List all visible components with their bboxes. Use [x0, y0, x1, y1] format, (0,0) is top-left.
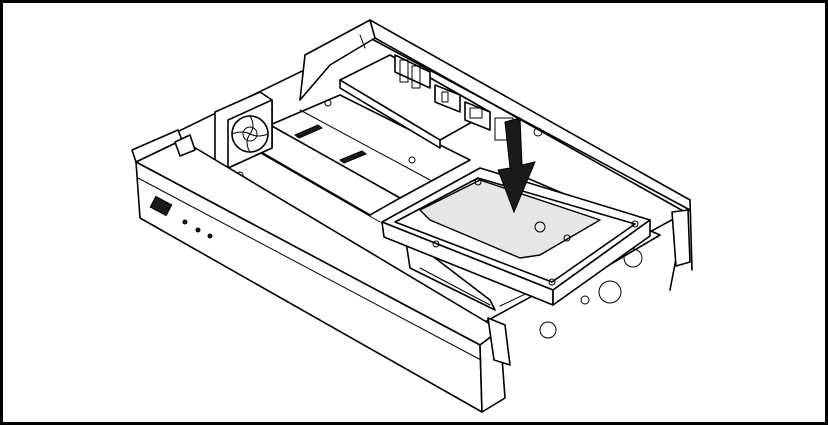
cooling-fan-drawing [214, 91, 273, 169]
motherboard [236, 94, 471, 236]
insert-arrow-icon [497, 117, 536, 214]
hard-drive-drawing [381, 167, 651, 306]
front-bezel [131, 129, 691, 413]
expansion-card [339, 54, 543, 149]
